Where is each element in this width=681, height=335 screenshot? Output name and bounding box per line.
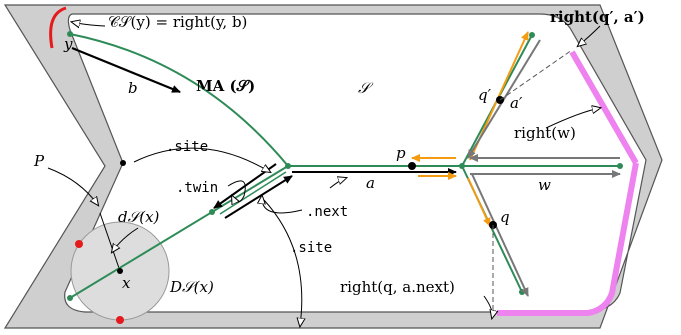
label-x: x — [122, 274, 131, 292]
pointer-P — [47, 167, 98, 205]
orange-edge-q-down — [467, 177, 491, 227]
red-point-disk-bottom — [116, 316, 124, 324]
pointer-right-qprime — [578, 25, 601, 46]
arrow-b — [71, 46, 181, 94]
label-right-qprime: right(q′, a′) — [550, 8, 645, 26]
vertex-y — [67, 31, 73, 37]
label-aprime: a′ — [510, 94, 523, 112]
vertex-top-right — [529, 32, 535, 38]
label-right-q-next: right(q, a.next) — [340, 278, 455, 296]
label-ma: MA (𝒮) — [196, 77, 255, 95]
label-cs-y: 𝒞𝒮(y) = right(y, b) — [108, 13, 247, 31]
pointer-site-top — [133, 147, 270, 172]
pointer-next — [262, 196, 303, 214]
pointer-right-q-next — [483, 295, 492, 318]
label-site-bottom: .site — [290, 240, 332, 256]
dashed-qprime — [499, 49, 573, 101]
pointer-site-bottom — [263, 199, 302, 326]
gray-edge-to-bottom — [471, 173, 529, 297]
label-s: 𝒮 — [358, 79, 374, 97]
label-q: q — [500, 208, 510, 226]
label-right-w: right(w) — [514, 124, 576, 142]
point-x — [117, 268, 123, 274]
label-p: p — [396, 144, 406, 162]
medial-axis-lower-left — [69, 165, 289, 299]
vertex-lower-left — [67, 295, 73, 301]
label-b: b — [128, 79, 138, 97]
half-edge-green-parallel — [219, 171, 287, 215]
label-w: w — [538, 176, 551, 194]
vertex-right — [617, 163, 623, 169]
point-p — [408, 162, 416, 170]
pointer-ds — [112, 227, 139, 252]
magenta-edge-lower — [497, 162, 639, 316]
label-Ds: D𝒮(x) — [169, 278, 214, 296]
vertex-junction-left — [285, 163, 291, 169]
radius-line — [99, 212, 121, 272]
vertex-junction-right — [459, 163, 465, 169]
vertex-mid-lower — [209, 209, 215, 215]
label-P: P — [33, 152, 45, 170]
label-ds: d𝒮(x) — [118, 208, 160, 226]
pointer-right-w — [545, 108, 600, 129]
red-point-disk-left — [75, 240, 83, 248]
vertex-mid-curve — [120, 160, 126, 166]
red-arc — [49, 6, 67, 49]
pointer-twin — [227, 180, 246, 202]
label-twin: .twin — [176, 180, 218, 196]
label-site-top: .site — [166, 139, 208, 155]
label-next: .next — [306, 204, 348, 220]
pointer-cs-y — [72, 22, 106, 26]
label-y: y — [63, 35, 73, 53]
magenta-edge-upper — [569, 50, 639, 165]
label-qprime: q′ — [478, 86, 492, 104]
gray-edge-from-top — [467, 39, 541, 159]
pointer-a — [329, 178, 346, 189]
medial-axis-curve-b — [69, 33, 289, 167]
label-a: a — [366, 174, 375, 192]
